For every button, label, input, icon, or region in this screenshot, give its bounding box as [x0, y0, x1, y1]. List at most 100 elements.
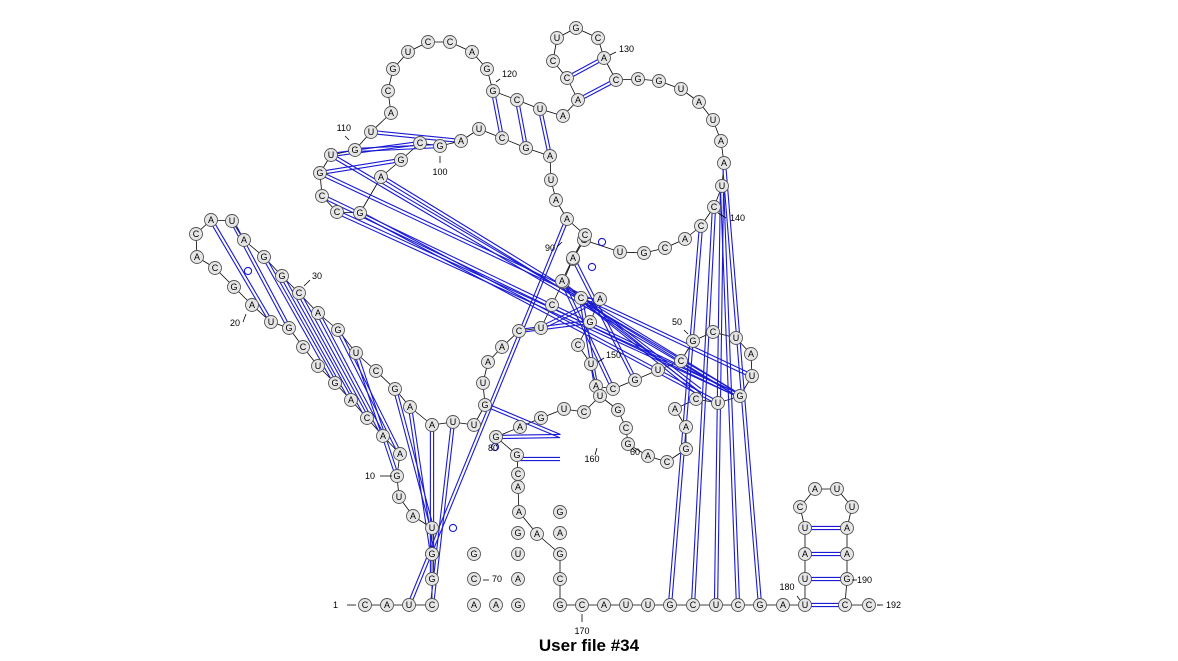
nucleotide-circle	[560, 71, 574, 85]
long-range-pair	[409, 219, 569, 606]
nucleotide-circle	[324, 148, 338, 162]
nucleotide: U	[425, 521, 439, 535]
nucleotide-circle	[489, 430, 503, 444]
nucleotide-letter: G	[278, 271, 285, 281]
nucleotide-circle	[465, 45, 479, 59]
nucleotide: C	[658, 241, 672, 255]
nucleotide-circle	[534, 321, 548, 335]
nucleotide-circle	[776, 598, 790, 612]
nucleotide-circle	[553, 505, 567, 519]
nucleotide-layer: CAUCGGUAUGAACAGUCGUAGCACAUAGGCAGUCGAAUUG…	[189, 21, 876, 612]
nucleotide-letter: G	[397, 155, 404, 165]
nucleotide-letter: G	[586, 317, 593, 327]
nucleotide-letter: A	[575, 95, 581, 105]
nucleotide: U	[830, 482, 844, 496]
nucleotide: A	[311, 306, 325, 320]
nucleotide-letter: G	[655, 76, 662, 86]
nucleotide: C	[574, 291, 588, 305]
nucleotide-letter: A	[672, 404, 678, 414]
nucleotide-letter: G	[537, 413, 544, 423]
nucleotide-circle	[641, 598, 655, 612]
nucleotide-letter: G	[513, 450, 520, 460]
nucleotide: G	[652, 74, 666, 88]
nucleotide-circle	[204, 213, 218, 227]
nucleotide: U	[472, 122, 486, 136]
nucleotide-circle	[679, 442, 693, 456]
nucleotide-letter: U	[834, 484, 841, 494]
nucleotide: A	[403, 400, 417, 414]
nucleotide: C	[189, 227, 203, 241]
nucleotide-letter: U	[733, 333, 740, 343]
position-tick	[609, 51, 617, 56]
nucleotide-circle	[364, 125, 378, 139]
nucleotide-letter: G	[483, 64, 490, 74]
long-range-pair	[719, 186, 737, 606]
nucleotide-letter: C	[866, 600, 873, 610]
nucleotide-circle	[808, 482, 822, 496]
nucleotide-circle	[840, 547, 854, 561]
nucleotide-circle	[619, 598, 633, 612]
nucleotide-circle	[511, 547, 525, 561]
nucleotide: G	[486, 84, 500, 98]
nucleotide: C	[591, 31, 605, 45]
nucleotide: A	[384, 106, 398, 120]
nucleotide: U	[798, 521, 812, 535]
nucleotide: U	[467, 418, 481, 432]
nucleotide-letter: G	[614, 405, 621, 415]
long-range-pair	[331, 153, 742, 396]
nucleotide-letter: U	[353, 348, 360, 358]
nucleotide-letter: A	[696, 97, 702, 107]
nucleotide: A	[481, 355, 495, 369]
nucleotide: C	[571, 338, 585, 352]
nucleotide-letter: A	[601, 53, 607, 63]
base-pair	[209, 220, 271, 324]
nucleotide-letter: G	[481, 400, 488, 410]
nucleotide-letter: C	[842, 600, 849, 610]
nucleotide-letter: C	[319, 191, 326, 201]
nucleotide-circle	[519, 141, 533, 155]
nucleotide-letter: U	[538, 323, 545, 333]
nucleotide: G	[553, 505, 567, 519]
nucleotide-letter: C	[364, 413, 371, 423]
nucleotide: A	[406, 509, 420, 523]
nucleotide-letter: C	[296, 288, 303, 298]
nucleotide: A	[593, 292, 607, 306]
nucleotide-circle	[571, 338, 585, 352]
nucleotide: U	[593, 389, 607, 403]
nucleotide-circle	[545, 298, 559, 312]
base-pair	[571, 258, 635, 381]
nucleotide: U	[311, 359, 325, 373]
nucleotide-letter: U	[617, 247, 624, 257]
nucleotide: C	[381, 84, 395, 98]
nucleotide-letter: A	[407, 402, 413, 412]
nucleotide: A	[530, 527, 544, 541]
nucleotide-circle	[845, 500, 859, 514]
nucleotide-letter: C	[711, 202, 718, 212]
nucleotide-letter: U	[328, 150, 335, 160]
nucleotide-letter: G	[682, 444, 689, 454]
nucleotide: G	[753, 598, 767, 612]
nucleotide-letter: C	[693, 394, 700, 404]
nucleotide-letter: G	[689, 336, 696, 346]
base-pair	[582, 297, 599, 386]
nucleotide: U	[550, 31, 564, 45]
nucleotide-circle	[331, 323, 345, 337]
nucleotide-letter: U	[710, 115, 717, 125]
nucleotide-letter: G	[351, 145, 358, 155]
nucleotide: A	[840, 521, 854, 535]
nucleotide-circle	[641, 449, 655, 463]
nucleotide: C	[360, 411, 374, 425]
nucleotide-circle	[511, 598, 525, 612]
nucleotide-circle	[513, 420, 527, 434]
nucleotide-letter: C	[613, 75, 620, 85]
nucleotide-circle	[374, 170, 388, 184]
nucleotide-circle	[360, 411, 374, 425]
long-range-pair	[713, 185, 721, 605]
position-label: 170	[574, 626, 589, 636]
nucleotide-circle	[264, 315, 278, 329]
nucleotide: A	[376, 429, 390, 443]
wobble-pair-marker	[448, 523, 458, 533]
base-pair	[396, 388, 435, 528]
base-pair	[518, 319, 590, 330]
nucleotide-circle	[560, 212, 574, 226]
